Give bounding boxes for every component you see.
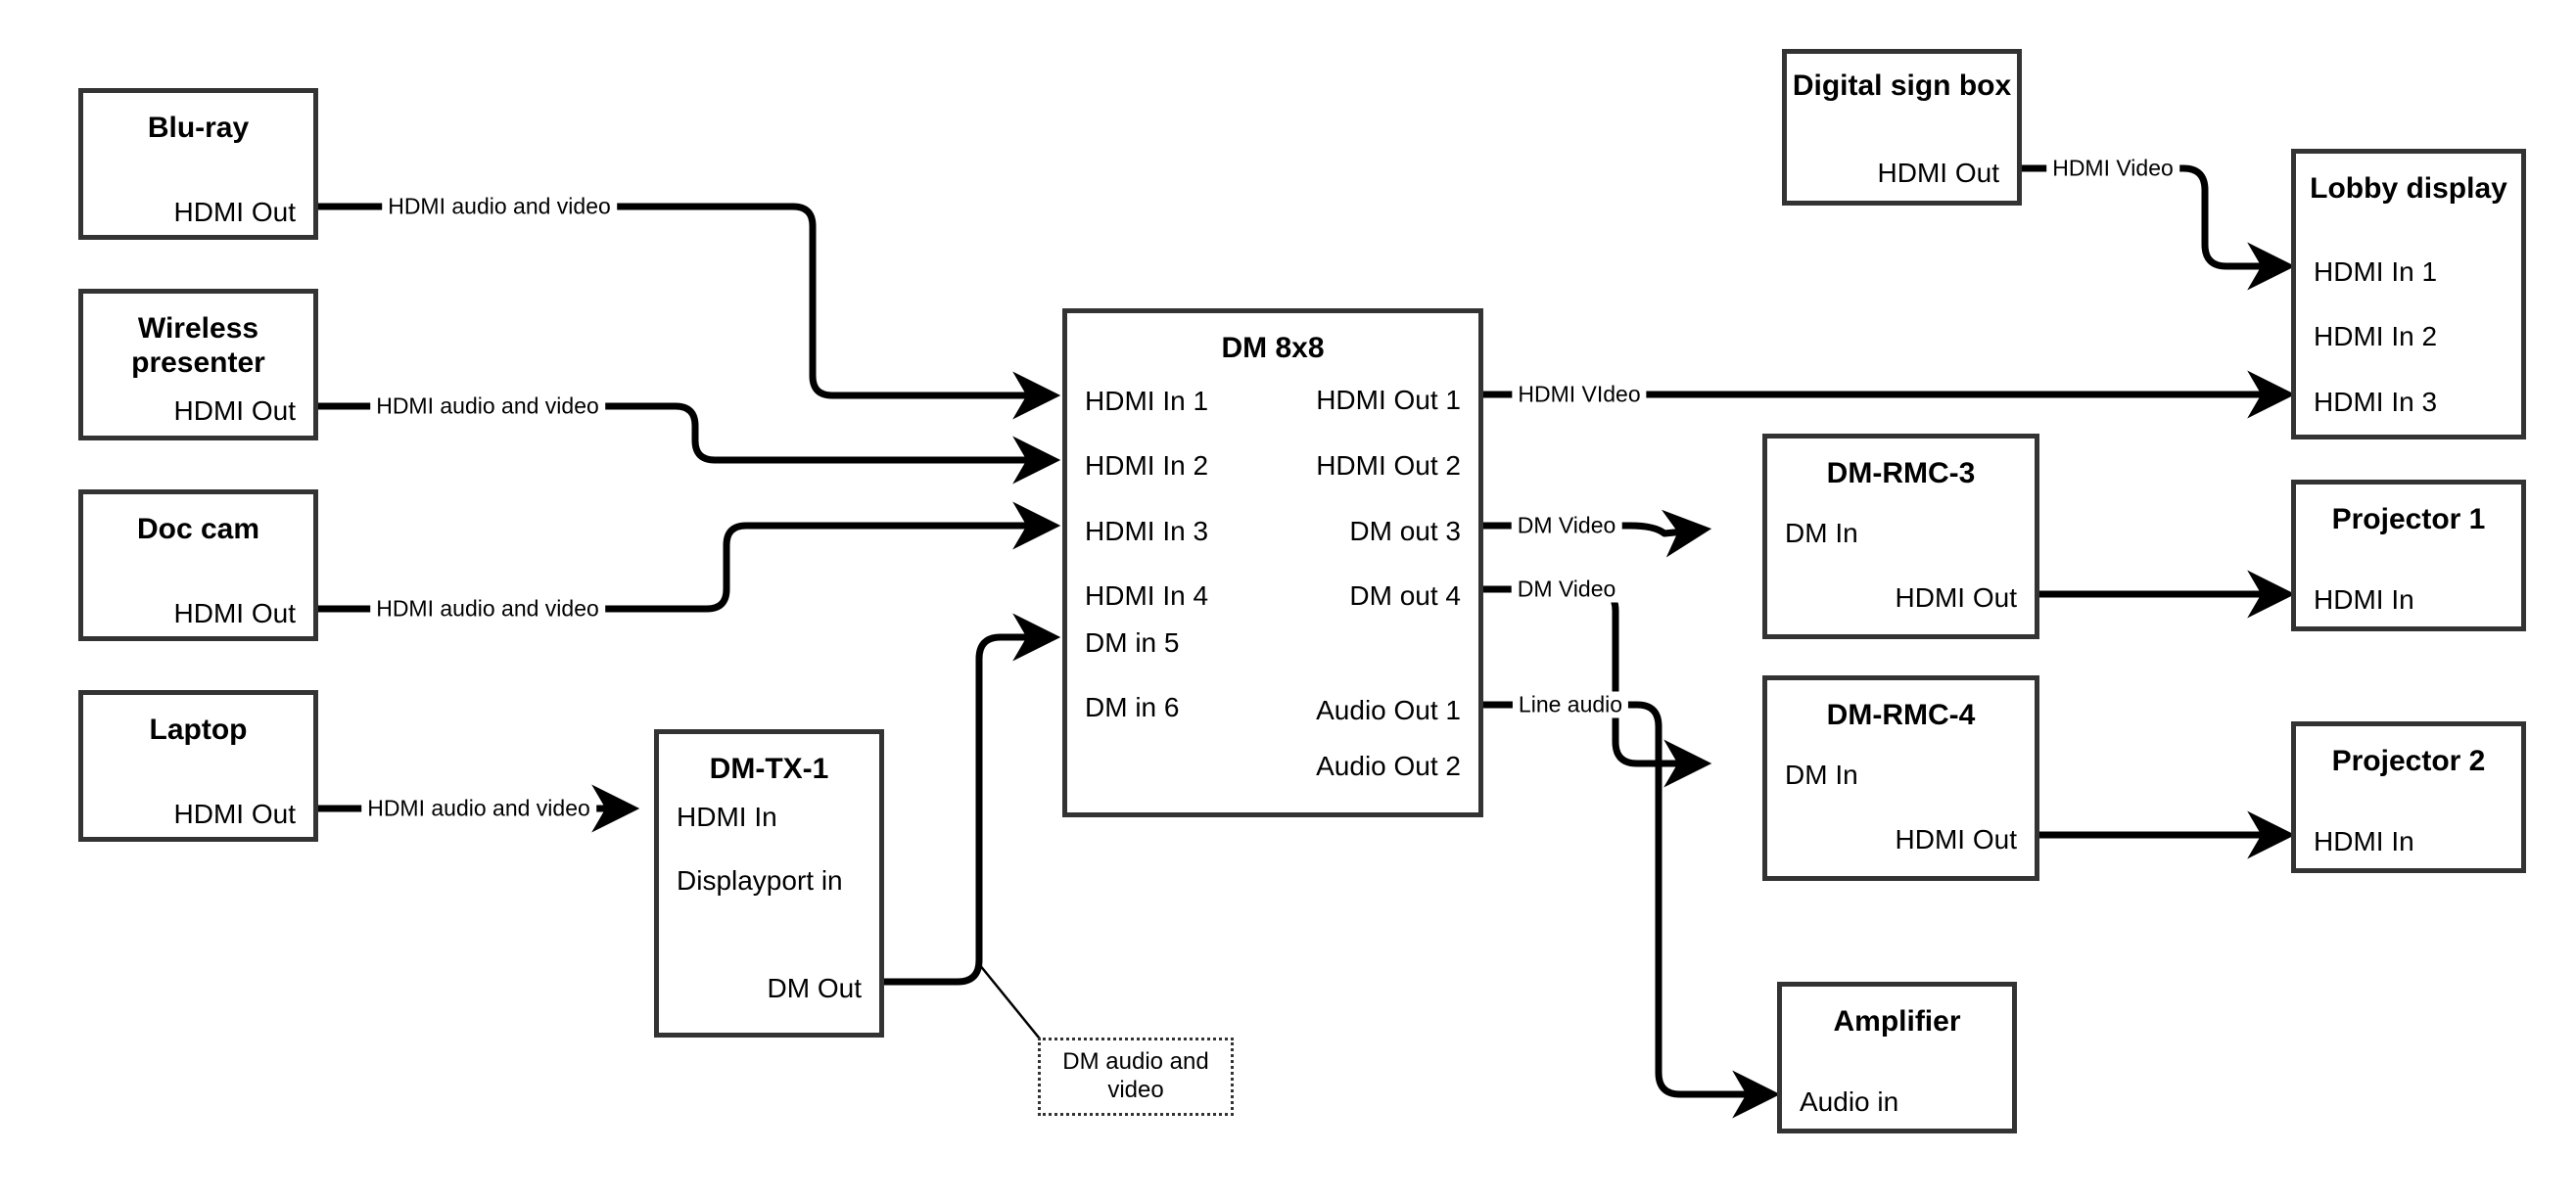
callout-leader-line — [978, 963, 1044, 1043]
callout-dm-audio-and-video: DM audio and video — [1038, 1038, 1234, 1116]
port-hdmi-out[interactable]: HDMI Out — [173, 197, 296, 227]
port-hdmi-out[interactable]: HDMI Out — [1895, 582, 2017, 613]
node-projector-1[interactable]: Projector 1 HDMI In — [2291, 480, 2526, 631]
edge-label-dmout4-to-rmc4: DM Video — [1511, 576, 1622, 603]
node-title: Digital sign box — [1792, 69, 2012, 102]
node-title: DM 8x8 — [1221, 332, 1325, 364]
node-bluray[interactable]: Blu-ray HDMI Out — [78, 88, 318, 240]
port-hdmi-out[interactable]: HDMI Out — [173, 598, 296, 628]
port-hdmi-in[interactable]: HDMI In — [2314, 826, 2414, 856]
edge-label-audioout1-to-amp: Line audio — [1512, 691, 1629, 718]
edge-label-wireless-to-dm8x8: HDMI audio and video — [370, 393, 605, 420]
port-hdmi-in-2[interactable]: HDMI In 2 — [1085, 450, 1209, 481]
node-title: DM-RMC-4 — [1826, 699, 1976, 731]
node-title: DM-RMC-3 — [1826, 457, 1976, 489]
node-projector-2[interactable]: Projector 2 HDMI In — [2291, 721, 2526, 873]
port-dm-in[interactable]: DM In — [1785, 760, 1858, 790]
node-title: Projector 2 — [2331, 745, 2486, 777]
node-amplifier[interactable]: Amplifier Audio in — [1777, 982, 2017, 1133]
port-hdmi-in-3[interactable]: HDMI In 3 — [1085, 516, 1209, 546]
port-hdmi-in[interactable]: HDMI In — [677, 802, 777, 832]
node-dm-rmc-3[interactable]: DM-RMC-3 DM In HDMI Out — [1762, 434, 2039, 639]
node-wireless-presenter[interactable]: Wireless presenter HDMI Out — [78, 289, 318, 440]
edge-label-hdmiout1-to-lobby: HDMI VIdeo — [1512, 381, 1647, 408]
port-hdmi-in-1[interactable]: HDMI In 1 — [1085, 386, 1209, 416]
port-displayport-in[interactable]: Displayport in — [677, 865, 843, 896]
node-title: Laptop — [149, 714, 248, 746]
edge-label-doccam-to-dm8x8: HDMI audio and video — [370, 595, 605, 623]
port-dm-in[interactable]: DM In — [1785, 518, 1858, 548]
edge-label-laptop-to-dmtx1: HDMI audio and video — [361, 795, 596, 822]
node-title: Amplifier — [1833, 1005, 1961, 1038]
port-audio-out-1[interactable]: Audio Out 1 — [1316, 695, 1461, 725]
node-lobby-display[interactable]: Lobby display HDMI In 1 HDMI In 2 HDMI I… — [2291, 149, 2526, 439]
edge-label-dmout3-to-rmc3: DM Video — [1511, 512, 1622, 539]
port-hdmi-out-1[interactable]: HDMI Out 1 — [1316, 385, 1461, 415]
port-audio-out-2[interactable]: Audio Out 2 — [1316, 751, 1461, 781]
edge-label-bluray-to-dm8x8: HDMI audio and video — [382, 193, 617, 220]
wire-dm8x8-audioout1-to-amplifier — [1481, 701, 1781, 1119]
node-doc-cam[interactable]: Doc cam HDMI Out — [78, 489, 318, 641]
port-hdmi-in-1[interactable]: HDMI In 1 — [2314, 256, 2438, 287]
port-hdmi-in[interactable]: HDMI In — [2314, 584, 2414, 615]
node-title: Doc cam — [136, 513, 260, 545]
port-hdmi-out[interactable]: HDMI Out — [173, 799, 296, 829]
port-hdmi-out[interactable]: HDMI Out — [1877, 158, 1999, 188]
node-dm-tx-1[interactable]: DM-TX-1 HDMI In Displayport in DM Out — [654, 729, 884, 1038]
port-hdmi-in-2[interactable]: HDMI In 2 — [2314, 321, 2438, 351]
port-hdmi-in-3[interactable]: HDMI In 3 — [2314, 387, 2438, 417]
port-audio-in[interactable]: Audio in — [1800, 1086, 1899, 1117]
wire-dmtx1-to-dm8x8-in5 — [884, 613, 1061, 986]
port-dm-in-6[interactable]: DM in 6 — [1085, 692, 1180, 722]
port-dm-out[interactable]: DM Out — [767, 973, 862, 1003]
edge-label-signbox-to-lobby: HDMI Video — [2046, 155, 2179, 182]
port-dm-out-4[interactable]: DM out 4 — [1349, 580, 1461, 611]
node-title: Wireless presenter — [131, 312, 265, 380]
node-title: Lobby display — [2310, 172, 2507, 205]
node-laptop[interactable]: Laptop HDMI Out — [78, 690, 318, 842]
node-dm-8x8[interactable]: DM 8x8 HDMI In 1 HDMI In 2 HDMI In 3 HDM… — [1062, 308, 1483, 817]
node-digital-sign-box[interactable]: Digital sign box HDMI Out — [1782, 49, 2022, 206]
node-dm-rmc-4[interactable]: DM-RMC-4 DM In HDMI Out — [1762, 675, 2039, 881]
wire-dm8x8-out4-to-rmc4 — [1481, 585, 1712, 788]
node-title: Projector 1 — [2331, 503, 2486, 535]
node-title: DM-TX-1 — [709, 753, 829, 785]
port-hdmi-out[interactable]: HDMI Out — [173, 395, 296, 426]
port-dm-in-5[interactable]: DM in 5 — [1085, 627, 1180, 658]
wire-bluray-to-dm8x8-in1 — [318, 203, 1061, 420]
port-hdmi-out-2[interactable]: HDMI Out 2 — [1316, 450, 1461, 481]
wire-signbox-to-lobby-in1 — [2020, 164, 2296, 291]
node-title: Blu-ray — [147, 112, 250, 144]
port-hdmi-out[interactable]: HDMI Out — [1895, 824, 2017, 855]
port-dm-out-3[interactable]: DM out 3 — [1349, 516, 1461, 546]
callout-text: DM audio and video — [1062, 1048, 1209, 1103]
port-hdmi-in-4[interactable]: HDMI In 4 — [1085, 580, 1209, 611]
